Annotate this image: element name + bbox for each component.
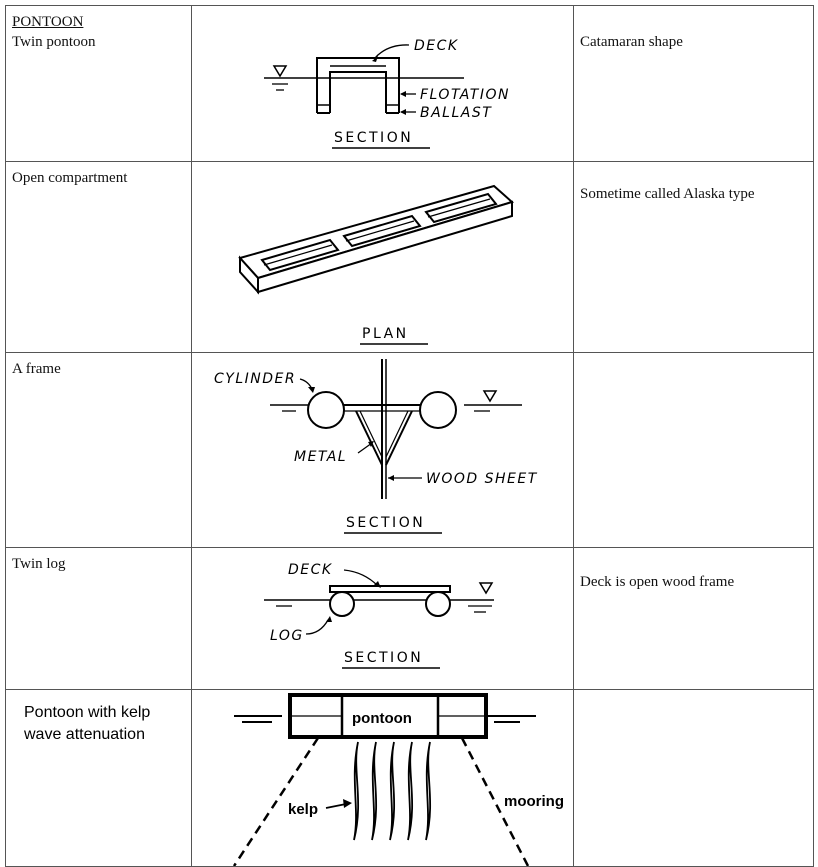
type-name: Open compartment <box>12 170 128 186</box>
table-row: PONTOON Twin pontoon <box>5 5 814 162</box>
type-cell: Open compartment <box>5 161 192 353</box>
figure-cell: PLAN <box>191 161 574 353</box>
twin-pontoon-figure: DECK FLOTATION BALLAST SECTION <box>264 38 510 149</box>
twin-log-figure: DECK LOG SECTION <box>264 562 494 669</box>
table-row: Open compartment <box>5 161 814 353</box>
note-text: Catamaran shape <box>580 34 683 50</box>
type-cell: Twin log <box>5 547 192 690</box>
note-text: Deck is open wood frame <box>580 574 735 590</box>
note-text: Sometime called Alaska type <box>580 186 755 202</box>
open-compartment-figure: PLAN <box>238 184 515 345</box>
note-cell: Sometime called Alaska type <box>573 161 814 353</box>
type-cell: Pontoon with kelp wave attenuation <box>5 689 192 867</box>
note-cell <box>573 352 814 548</box>
wood-sheet-label: WOOD SHEET <box>426 471 538 487</box>
pontoon-label: pontoon <box>352 710 412 727</box>
figure-cell: DECK LOG SECTION <box>191 547 574 690</box>
kelp-label: kelp <box>288 801 318 818</box>
view-title: SECTION <box>344 650 423 666</box>
note-cell: Deck is open wood frame <box>573 547 814 690</box>
deck-label: DECK <box>288 562 333 578</box>
ballast-label: BALLAST <box>420 105 492 121</box>
section-heading: PONTOON <box>12 14 84 30</box>
figure-cell: CYLINDER METAL WOOD SHEET SECTION <box>191 352 574 548</box>
figure-cell: pontoon kelp mooring <box>191 689 574 867</box>
type-name: Pontoon with kelp wave attenuation <box>24 704 151 743</box>
view-title: PLAN <box>362 326 409 342</box>
note-text <box>574 353 813 359</box>
type-name: A frame <box>12 361 61 377</box>
table-row: Pontoon with kelp wave attenuation ponto… <box>5 689 814 867</box>
a-frame-figure: CYLINDER METAL WOOD SHEET SECTION <box>214 359 538 534</box>
view-title: SECTION <box>346 515 425 531</box>
type-name: Twin pontoon <box>12 34 96 50</box>
kelp-pontoon-figure: pontoon kelp mooring <box>232 693 564 866</box>
note-cell <box>573 689 814 867</box>
cylinder-label: CYLINDER <box>214 371 296 387</box>
figure-cell: DECK FLOTATION BALLAST SECTION <box>191 5 574 162</box>
deck-label: DECK <box>414 38 459 54</box>
log-label: LOG <box>270 628 304 644</box>
table-row: Twin log DECK LOG <box>5 547 814 690</box>
type-name: Twin log <box>12 556 66 572</box>
note-text <box>574 690 813 696</box>
flotation-label: FLOTATION <box>420 87 510 103</box>
note-cell: Catamaran shape <box>573 5 814 162</box>
type-cell: PONTOON Twin pontoon <box>5 5 192 162</box>
mooring-label: mooring <box>504 793 564 810</box>
pontoon-types-table: PONTOON Twin pontoon <box>5 5 814 867</box>
table-row: A frame <box>5 352 814 548</box>
type-cell: A frame <box>5 352 192 548</box>
view-title: SECTION <box>334 130 413 146</box>
metal-label: METAL <box>294 449 347 465</box>
